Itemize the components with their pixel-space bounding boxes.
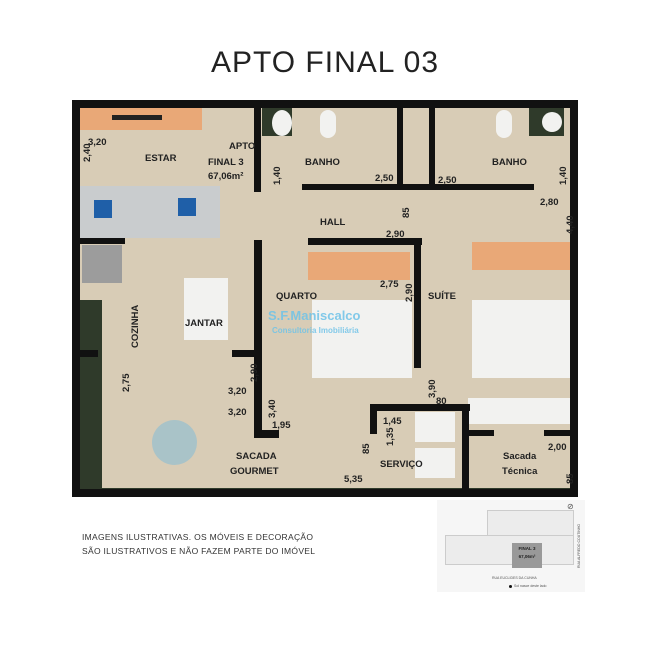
unit-area: 67,06m²	[208, 171, 244, 182]
round-table	[152, 420, 197, 465]
dim: 2,75	[121, 373, 132, 393]
key-plan-sun-note: Sol nasce deste lado	[514, 584, 547, 588]
key-plan-street-bottom: RUA EUCLIDES DA CUNHA	[492, 576, 537, 580]
watermark: S.F.Maniscalco	[268, 308, 361, 323]
disclaimer-line-1: IMAGENS ILUSTRATIVAS. OS MÓVEIS E DECORA…	[82, 532, 314, 542]
disclaimer-line-2: SÃO ILUSTRATIVOS E NÃO FAZEM PARTE DO IM…	[82, 546, 316, 556]
dim: 85	[401, 207, 412, 218]
room-suite: SUÍTE	[428, 291, 456, 302]
page-title: APTO FINAL 03	[210, 46, 440, 79]
room-quarto: QUARTO	[276, 291, 317, 302]
unit-name: FINAL 3	[208, 157, 244, 168]
dim: 2,90	[404, 283, 415, 303]
key-plan-unit: FINAL 3	[518, 546, 536, 551]
room-banho-2: BANHO	[492, 157, 527, 168]
room-jantar: JANTAR	[185, 318, 223, 329]
bed-suite	[472, 300, 572, 378]
room-sacada-tecnica: Sacada	[503, 451, 537, 462]
floor-plan	[72, 100, 578, 497]
room-hall: HALL	[320, 217, 346, 228]
watermark-subtitle: Consultoria Imobiliária	[272, 326, 359, 335]
room-estar: ESTAR	[145, 153, 177, 164]
dim: 3,20	[228, 386, 247, 397]
dim: 2,00	[548, 442, 567, 453]
dim: 1,40	[272, 166, 283, 186]
dim: 1,45	[383, 416, 402, 427]
dim: 3,20	[228, 407, 247, 418]
dim: 80	[436, 396, 447, 407]
room-banho-1: BANHO	[305, 157, 340, 168]
dim: 3,20	[88, 137, 107, 148]
key-plan-area: 67,06m²	[518, 554, 536, 559]
room-sacada-gourmet: SACADA	[236, 451, 277, 462]
dim: 4,40	[565, 215, 576, 235]
key-plan: FINAL 3 67,06m² RUA EUCLIDES DA CUNHA RU…	[437, 500, 585, 592]
dim: 1,40	[558, 166, 569, 186]
dim: 5,35	[344, 474, 363, 485]
dim: 85	[361, 443, 372, 454]
sun-icon	[509, 585, 512, 588]
room-sacada-tecnica-2: Técnica	[502, 466, 538, 477]
dim: 2,50	[375, 173, 394, 184]
compass-icon: ⊘	[567, 502, 574, 511]
room-cozinha: COZINHA	[130, 304, 141, 348]
dim: 1,95	[272, 420, 291, 431]
room-servico: SERVIÇO	[380, 459, 423, 470]
room-sacada-gourmet-2: GOURMET	[230, 466, 279, 477]
dim: 2,90	[249, 363, 260, 383]
dim: 2,80	[540, 197, 559, 208]
dim: 3,40	[267, 399, 278, 419]
dim: 1,35	[385, 427, 396, 447]
dining-table	[184, 278, 228, 340]
dim: 2,75	[380, 279, 399, 290]
dim: 2,50	[438, 175, 457, 186]
dim: 85	[565, 473, 576, 484]
key-plan-street-right: RUA ALFREDO COUTINHO	[577, 523, 581, 568]
dim: 2,90	[386, 229, 405, 240]
bed-quarto	[312, 300, 412, 378]
unit-label: APTO	[229, 141, 256, 152]
dim: 2,40	[82, 143, 93, 163]
